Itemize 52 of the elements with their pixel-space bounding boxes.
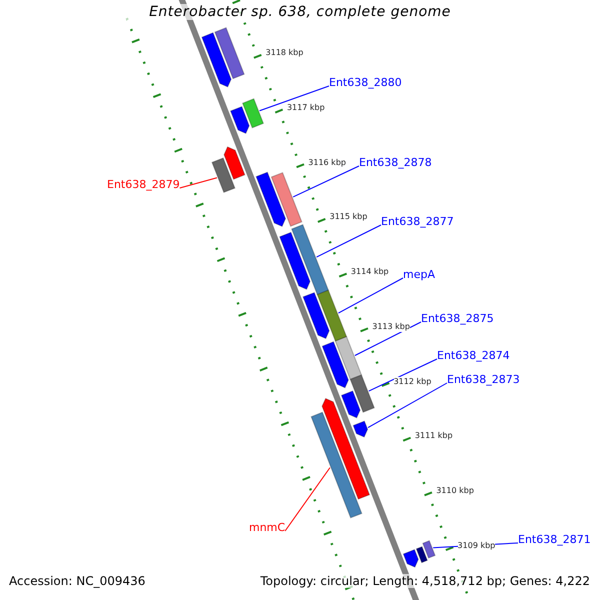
gene-bar bbox=[322, 398, 370, 500]
leader-line bbox=[354, 322, 422, 356]
gene-bar bbox=[334, 336, 362, 380]
gene-label: Ent638_2875 bbox=[421, 312, 494, 325]
gene-bar bbox=[214, 27, 245, 80]
gene-label: Ent638_2877 bbox=[381, 215, 454, 228]
gene-bar bbox=[211, 157, 236, 194]
gene-bar bbox=[316, 290, 348, 342]
gene-bar bbox=[279, 232, 311, 290]
gene-bar bbox=[230, 106, 250, 134]
leader-line bbox=[259, 86, 330, 112]
gene-label: Ent638_2873 bbox=[447, 373, 520, 386]
gene-bar bbox=[422, 540, 436, 559]
leader-line bbox=[338, 278, 404, 314]
gene-label: Ent638_2874 bbox=[437, 349, 510, 362]
leader-line bbox=[368, 358, 438, 392]
gene-bar bbox=[302, 292, 330, 340]
scale-label: 3116 kbp bbox=[308, 158, 346, 168]
gene-bar bbox=[416, 546, 428, 564]
gene-label: Ent638_2871 bbox=[518, 533, 591, 546]
scale-label: 3113 kbp bbox=[372, 322, 410, 332]
gene-bar bbox=[310, 412, 362, 518]
gene-label: Ent638_2880 bbox=[329, 76, 402, 89]
scale-label: 3111 kbp bbox=[414, 431, 453, 442]
leader-line bbox=[316, 224, 382, 258]
gene-bar bbox=[256, 172, 286, 228]
leader-line bbox=[284, 467, 330, 532]
scale-label: 3115 kbp bbox=[330, 212, 368, 222]
gene-bar bbox=[291, 224, 330, 296]
genome-info-text: Topology: circular; Length: 4,518,712 bp; Genes: 4,222 bbox=[260, 574, 590, 588]
scale-label: 3112 kbp bbox=[394, 376, 432, 386]
accession-text: Accession: NC_009436 bbox=[9, 574, 146, 588]
gene-bar bbox=[224, 146, 246, 180]
gene-label: Ent638_2879 bbox=[107, 178, 180, 191]
gene-label: Ent638_2878 bbox=[359, 156, 432, 169]
gene-bar bbox=[350, 374, 375, 413]
scale-label: 3110 kbp bbox=[436, 486, 474, 496]
gene-bar bbox=[340, 390, 361, 418]
gene-bar bbox=[352, 420, 368, 438]
gene-bar bbox=[270, 172, 302, 227]
scale-label: 3118 kbp bbox=[266, 48, 304, 58]
gene-bar bbox=[242, 98, 264, 128]
gene-label: mepA bbox=[403, 268, 435, 281]
leader-line bbox=[292, 166, 360, 198]
gene-bar bbox=[402, 548, 419, 568]
gene-bar bbox=[201, 32, 232, 88]
scale-label: 3109 kbp bbox=[458, 540, 496, 551]
gene-label: mnmC bbox=[249, 521, 286, 534]
leader-line bbox=[368, 382, 448, 428]
scale-label: 3117 kbp bbox=[286, 103, 325, 114]
scale-label: 3114 kbp bbox=[350, 267, 389, 278]
gene-bar bbox=[322, 341, 349, 388]
